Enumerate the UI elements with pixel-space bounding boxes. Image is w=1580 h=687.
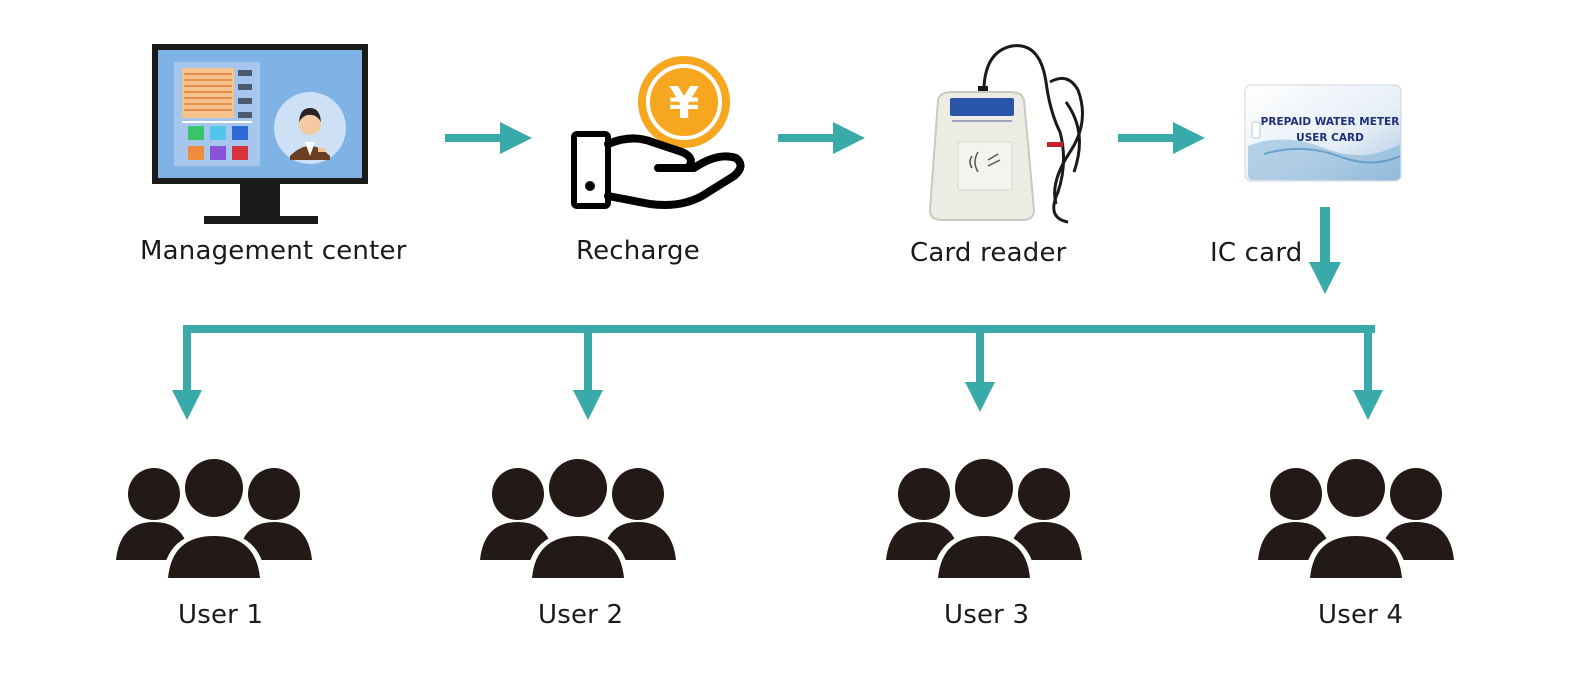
user-group-icon [886,456,1082,580]
user-group-icon [116,456,312,580]
user-group-icon [480,456,676,580]
user-label-1: User 1 [178,600,264,630]
arrow-ic-card-down [1309,207,1341,294]
ic-card-label: IC card [1210,238,1303,268]
card-reader-icon [928,44,1084,224]
arrow-recharge-to-card-reader [778,122,865,154]
arrow-management-to-recharge [445,122,532,154]
user-label-2: User 2 [538,600,624,630]
coin-symbol: ¥ [669,78,700,129]
arrow-to-user-3 [965,325,995,412]
arrow-to-user-2 [573,325,603,420]
hand-coin-icon: ¥ [571,56,745,209]
card-text-line1: PREPAID WATER METER [1261,116,1400,128]
monitor-icon [152,44,368,224]
arrow-to-user-4 [1353,325,1383,420]
ic-card-icon: PREPAID WATER METER USER CARD [1244,84,1402,182]
user-group-icon [1258,456,1454,580]
arrow-card-reader-to-ic-card [1118,122,1205,154]
arrow-to-user-1 [172,325,202,420]
user-label-3: User 3 [944,600,1030,630]
recharge-label: Recharge [576,236,700,266]
card-text-line2: USER CARD [1296,132,1364,144]
card-reader-label: Card reader [910,238,1067,268]
management-center-label: Management center [140,236,407,266]
distribution-bar [183,325,1375,333]
user-label-4: User 4 [1318,600,1404,630]
